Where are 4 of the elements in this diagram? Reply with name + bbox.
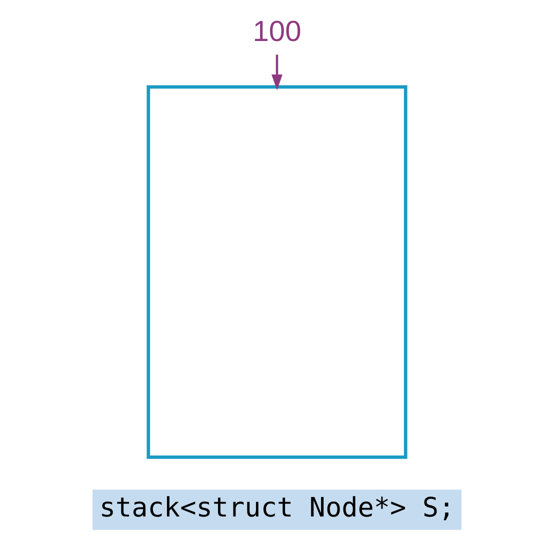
node-text: 100: [252, 16, 302, 48]
label: stack<struct Node*> S;: [99, 492, 455, 524]
node-box: [146, 85, 408, 459]
arrow: [272, 54, 282, 90]
